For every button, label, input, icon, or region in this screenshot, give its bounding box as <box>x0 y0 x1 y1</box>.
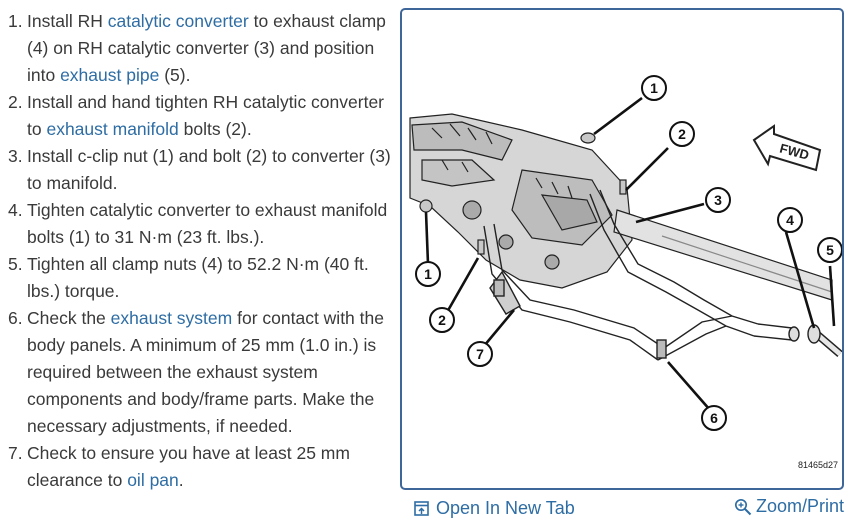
callout-label: 3 <box>714 192 722 208</box>
step-text: to exhaust clamp (4) on RH catalytic con… <box>27 11 386 85</box>
leader-lines <box>424 96 836 411</box>
step-number: 7. <box>8 443 23 463</box>
callout-label: 2 <box>678 126 686 142</box>
exhaust-pipes <box>483 189 842 361</box>
callout-bubble <box>817 237 842 263</box>
callout-bubble <box>415 261 441 287</box>
zoom-print-label: Zoom/Print <box>755 496 844 516</box>
step-item: 6.Check the exhaust system for contact w… <box>8 305 400 440</box>
step-text: (5). <box>159 65 191 85</box>
callout-label: 5 <box>826 242 834 258</box>
callout-bubble <box>701 405 727 431</box>
step-link[interactable]: oil pan <box>127 470 179 490</box>
open-in-new-tab-label: Open In New Tab <box>436 498 575 518</box>
step-item: 5.Tighten all clamp nuts (4) to 52.2 N·m… <box>8 251 400 305</box>
open-in-new-tab-link[interactable]: Open In New Tab <box>414 498 575 519</box>
step-number: 4. <box>8 200 23 220</box>
figure-link-bar: Open In New Tab Zoom/Print <box>400 496 844 522</box>
callout-label: 1 <box>650 80 658 96</box>
hardware-parts <box>419 132 627 255</box>
callout-labels: 1 2 3 4 5 1 2 7 6 <box>424 80 834 426</box>
step-link[interactable]: catalytic converter <box>107 11 249 31</box>
step-text: bolts (2). <box>178 119 252 139</box>
open-new-tab-icon <box>414 501 429 516</box>
step-link[interactable]: exhaust pipe <box>60 65 160 85</box>
step-link[interactable]: exhaust manifold <box>46 119 179 139</box>
step-text: . <box>178 470 184 490</box>
fwd-label: FWD <box>778 141 810 163</box>
callout-label: 2 <box>438 312 446 328</box>
step-number: 5. <box>8 254 23 274</box>
step-text: Install c-clip nut (1) and bolt (2) to c… <box>27 146 391 193</box>
instruction-steps: 1.Install RH catalytic converter to exha… <box>8 8 400 494</box>
callout-label: 7 <box>476 346 484 362</box>
figure-frame: FWD 1 2 3 <box>400 8 844 490</box>
callout-label: 1 <box>424 266 432 282</box>
figure-id: 81465d27 <box>798 460 838 470</box>
engine-block <box>409 113 633 289</box>
step-number: 6. <box>8 308 23 328</box>
callout-bubble <box>467 341 493 367</box>
callout-bubble <box>705 187 731 213</box>
step-text: Install and hand tighten RH catalytic co… <box>27 92 384 139</box>
step-number: 1. <box>8 11 23 31</box>
step-link[interactable]: exhaust system <box>110 308 233 328</box>
step-text: Check to ensure you have at least 25 mm … <box>27 443 350 490</box>
step-text: Tighten all clamp nuts (4) to 52.2 N·m (… <box>27 254 369 301</box>
fwd-arrow: FWD <box>752 124 822 172</box>
step-item: 3.Install c-clip nut (1) and bolt (2) to… <box>8 143 400 197</box>
callouts <box>415 75 842 431</box>
step-item: 4.Tighten catalytic converter to exhaust… <box>8 197 400 251</box>
step-text: Install RH <box>27 11 108 31</box>
exhaust-diagram: FWD 1 2 3 <box>409 75 842 470</box>
callout-bubble <box>429 307 455 333</box>
step-item: 7.Check to ensure you have at least 25 m… <box>8 440 400 494</box>
zoom-print-link[interactable]: Zoom/Print <box>734 496 844 517</box>
step-text: Tighten catalytic converter to exhaust m… <box>27 200 388 247</box>
zoom-magnifier-icon <box>734 498 752 515</box>
callout-bubble <box>669 121 695 147</box>
step-number: 3. <box>8 146 23 166</box>
step-text: Check the <box>27 308 111 328</box>
step-text: for contact with the body panels. A mini… <box>27 308 384 436</box>
step-item: 2.Install and hand tighten RH catalytic … <box>8 89 400 143</box>
callout-bubble <box>777 207 803 233</box>
callout-bubble <box>641 75 667 101</box>
callout-label: 6 <box>710 410 718 426</box>
step-item: 1.Install RH catalytic converter to exha… <box>8 8 400 89</box>
callout-label: 4 <box>786 212 794 228</box>
step-number: 2. <box>8 92 23 112</box>
